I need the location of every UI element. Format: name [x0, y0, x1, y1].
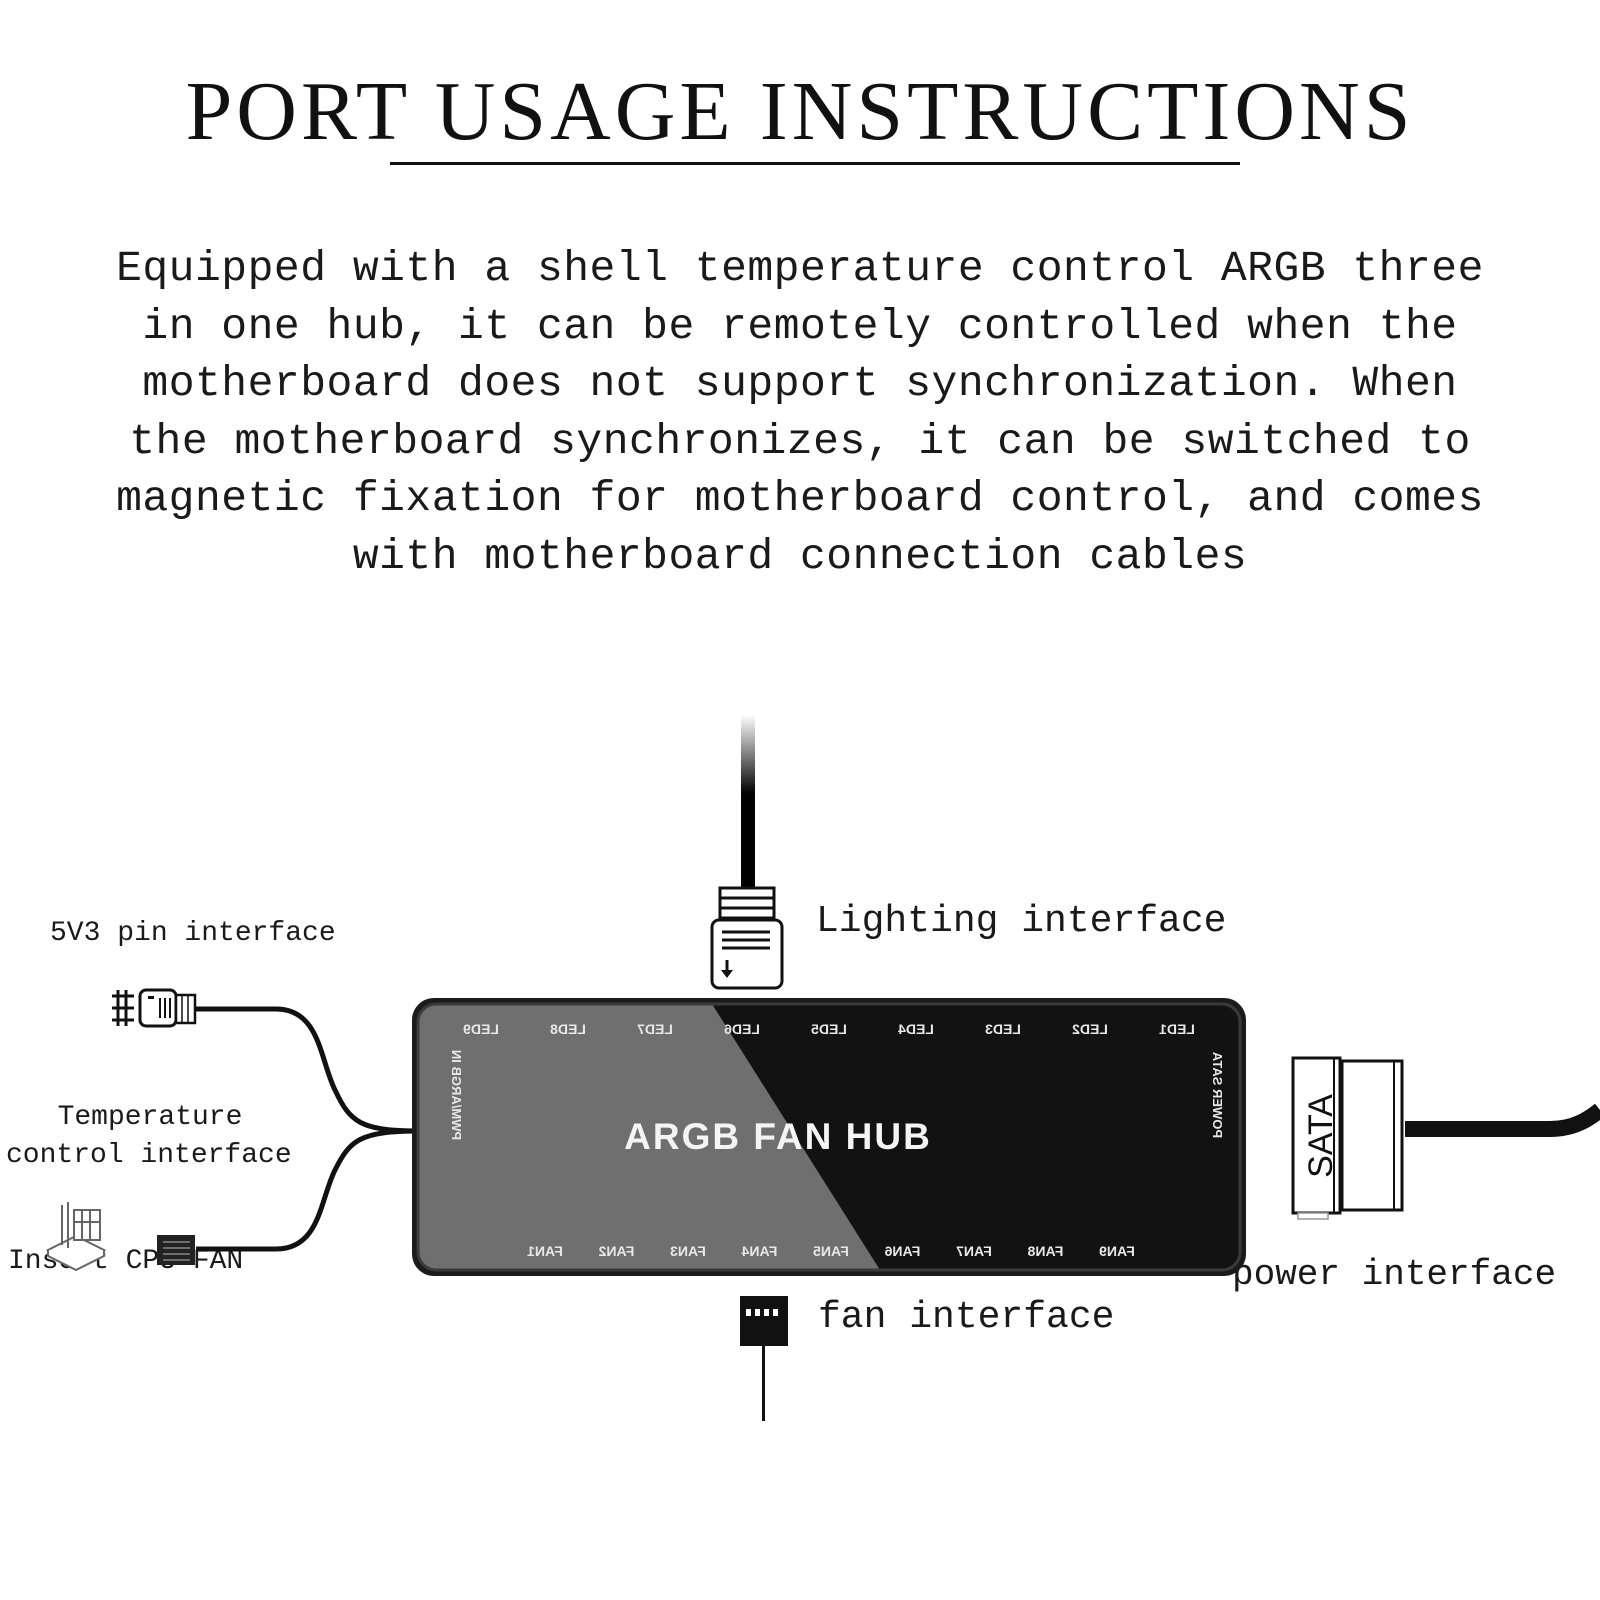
fan-port-fan7: FAN7	[956, 1243, 992, 1259]
fan-port-fan5: FAN5	[813, 1243, 849, 1259]
hub-title: ARGB FAN HUB	[624, 1116, 932, 1157]
cpu-fan-plug-icon	[157, 1235, 195, 1265]
description-line: Equipped with a shell temperature contro…	[116, 244, 1484, 293]
led-port-labels: LED9 LED8 LED7 LED6 LED5 LED4 LED3 LED2 LED1	[463, 1021, 1195, 1037]
label-control-interface: control interface	[6, 1140, 292, 1171]
led-port-led8: LED8	[550, 1021, 586, 1037]
led-port-led6: LED6	[724, 1021, 760, 1037]
label-lighting-interface: Lighting interface	[816, 900, 1227, 943]
label-temperature: Temperature	[57, 1102, 243, 1133]
description-line: the motherboard synchronizes, it can be …	[129, 416, 1471, 466]
port-label-pwm-argb-in: PWM/ARGB IN	[449, 1050, 464, 1140]
led-port-led2: LED2	[1072, 1021, 1108, 1037]
page-title: PORT USAGE INSTRUCTIONS	[185, 65, 1415, 158]
argb-3pin-plug-icon	[112, 988, 197, 1028]
fan-port-fan8: FAN8	[1027, 1243, 1063, 1259]
fan-port-fan4: FAN4	[741, 1243, 777, 1259]
port-label-power-sata: POWER SATA	[1210, 1051, 1225, 1138]
description-paragraph: Equipped with a shell temperature contro…	[60, 240, 1540, 585]
motherboard-header-icon	[45, 1202, 107, 1272]
description-line: motherboard does not support synchroniza…	[142, 359, 1458, 408]
hub-light-panel	[418, 1004, 880, 1270]
led-port-led3: LED3	[985, 1021, 1021, 1037]
fan-port-fan6: FAN6	[884, 1243, 920, 1259]
led-port-led4: LED4	[898, 1021, 934, 1037]
fan-port-fan1: FAN1	[527, 1243, 563, 1259]
led-port-led1: LED1	[1159, 1021, 1195, 1037]
fan-port-fan9: FAN9	[1099, 1243, 1135, 1259]
fan-port-fan3: FAN3	[670, 1243, 706, 1259]
label-fan-interface: fan interface	[818, 1296, 1115, 1339]
led-port-led7: LED7	[637, 1021, 673, 1037]
sata-power-plug-icon: SATA	[1291, 1056, 1600, 1220]
description-line: magnetic fixation for motherboard contro…	[116, 474, 1484, 523]
fan-plug-icon	[740, 1296, 788, 1421]
led-port-led9: LED9	[463, 1021, 499, 1037]
description-line: in one hub, it can be remotely controlle…	[142, 301, 1458, 351]
fan-port-fan2: FAN2	[598, 1243, 634, 1259]
y-cable	[196, 1006, 421, 1252]
argb-plug-icon	[710, 715, 784, 990]
label-power-interface: power interface	[1232, 1254, 1557, 1295]
fan-port-labels: FAN1 FAN2 FAN3 FAN4 FAN5 FAN6 FAN7 FAN8 FAN9	[527, 1243, 1135, 1259]
description-line: with motherboard connection cables	[352, 531, 1248, 581]
sata-connector-label: SATA	[1302, 1094, 1340, 1178]
title-underline	[390, 162, 1240, 165]
led-port-led5: LED5	[811, 1021, 847, 1037]
label-5v3-pin-interface: 5V3 pin interface	[50, 918, 336, 949]
